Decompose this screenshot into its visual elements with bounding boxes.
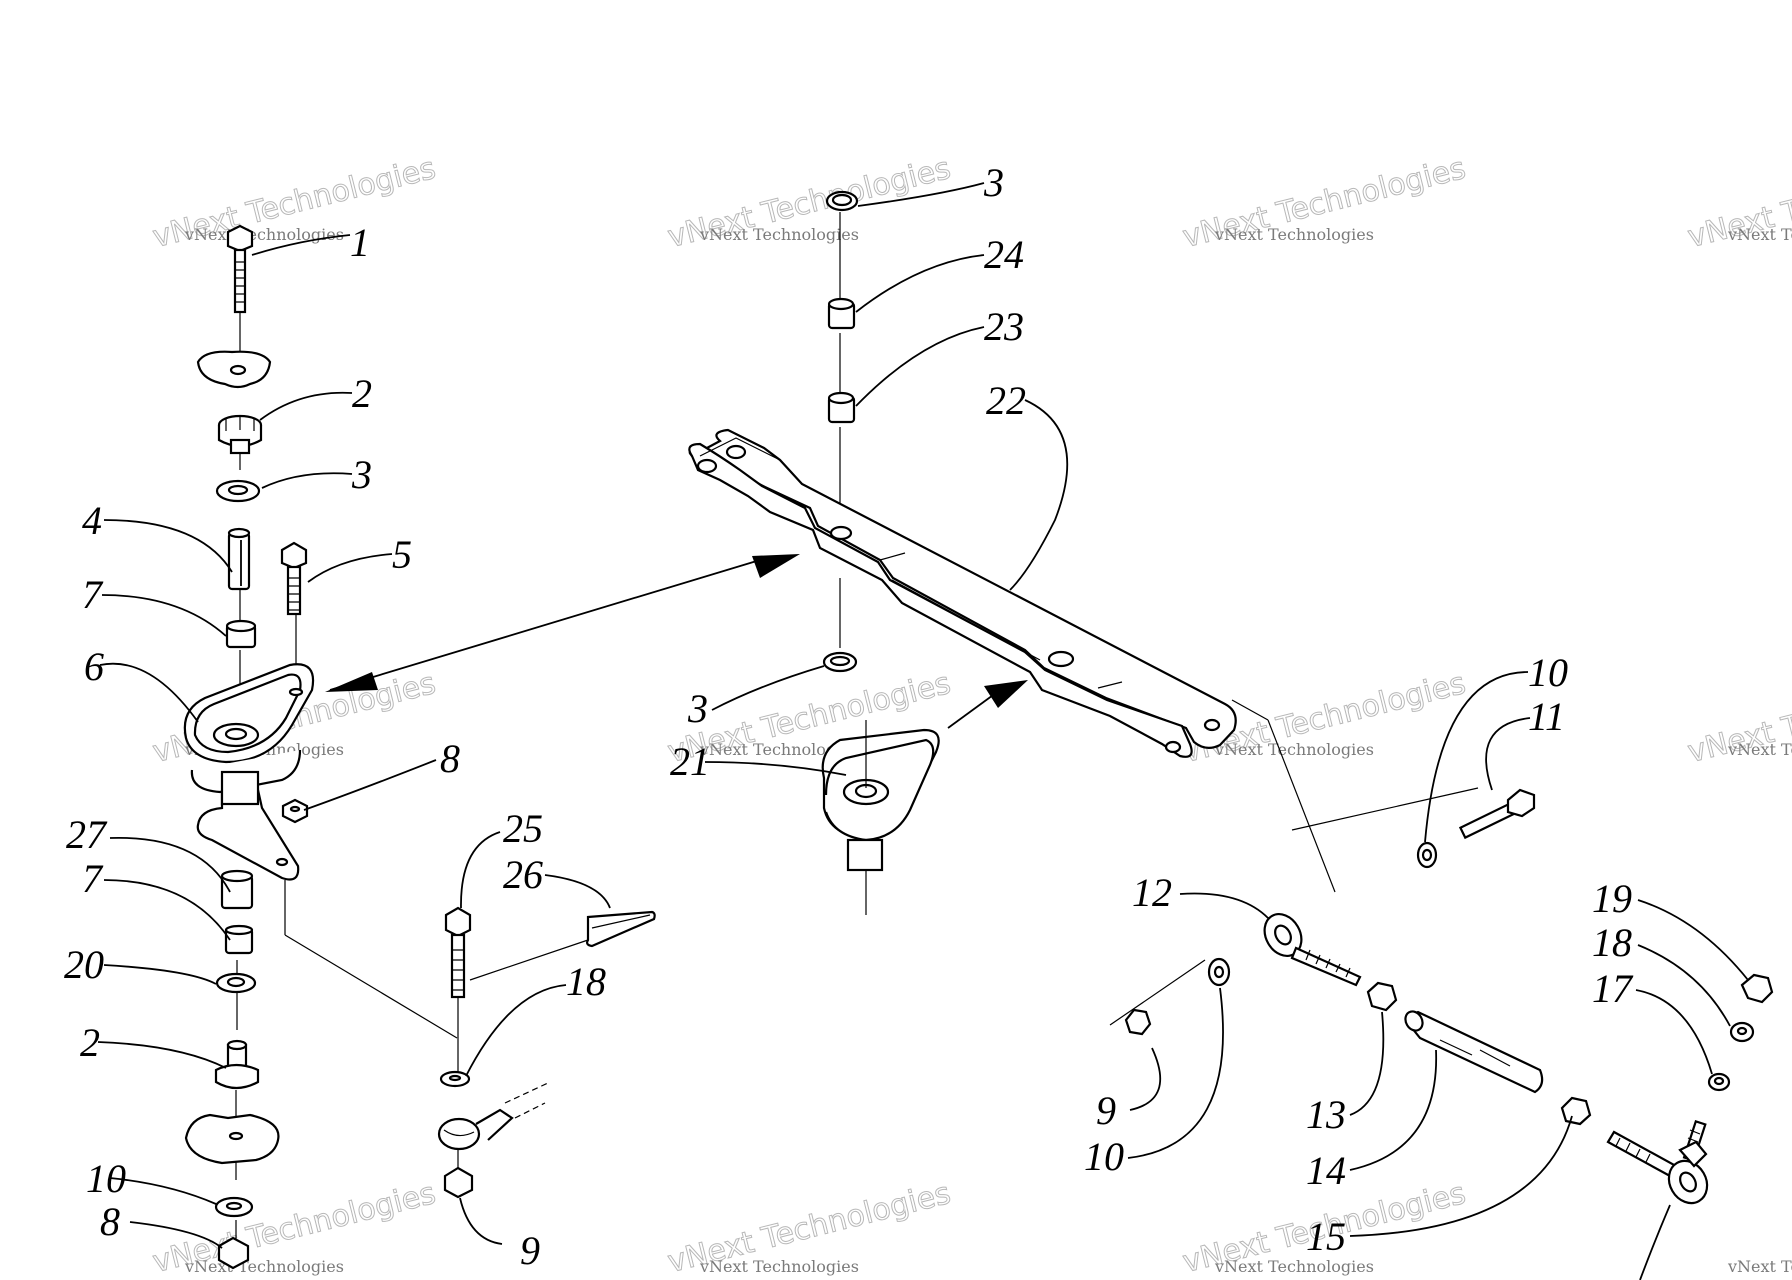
callout-20: 20 xyxy=(64,942,104,987)
washer-part-20 xyxy=(215,972,257,994)
callout-12: 12 xyxy=(1132,870,1172,915)
callout-9-right: 9 xyxy=(1096,1088,1116,1133)
callout-7-upper: 7 xyxy=(82,572,104,617)
watermark-text: vNext Technologies xyxy=(1727,740,1792,759)
callout-7-lower: 7 xyxy=(82,856,104,901)
callout-labels: 1 2 3 4 5 7 6 8 27 7 20 2 10 8 25 26 18 … xyxy=(64,160,1634,1273)
watermark-text: vNext Technologies xyxy=(699,225,859,244)
washer-part-10-small xyxy=(1207,957,1231,987)
bolt-part-11 xyxy=(1458,788,1536,840)
jam-nut-part-13 xyxy=(1366,981,1398,1012)
watermark-text: vNext Technologies xyxy=(1727,1257,1792,1276)
tie-rod-end-part-12 xyxy=(1263,913,1362,987)
nut-part-8-upper xyxy=(281,798,309,824)
callout-19: 19 xyxy=(1592,876,1632,921)
callout-27: 27 xyxy=(66,812,108,857)
callout-9-left: 9 xyxy=(520,1228,540,1273)
callout-18-left: 18 xyxy=(566,959,606,1004)
nut-part-19 xyxy=(1740,973,1774,1004)
callout-11: 11 xyxy=(1528,694,1565,739)
washer-part-3-lower xyxy=(822,651,858,673)
jam-nut-part-15 xyxy=(1560,1096,1592,1126)
leader-lines xyxy=(97,182,1749,1280)
callout-18-right: 18 xyxy=(1592,920,1632,965)
callout-10-lower: 10 xyxy=(1084,1134,1124,1179)
watermark-text: vNext Technologies xyxy=(1727,225,1792,244)
castle-nut-part-2-lower xyxy=(214,1039,260,1090)
watermark-text: vNext Technologies xyxy=(699,1257,859,1276)
callout-4: 4 xyxy=(82,498,102,543)
callout-21: 21 xyxy=(670,739,710,784)
callout-15: 15 xyxy=(1306,1214,1346,1259)
nut-part-9-left xyxy=(443,1150,474,1199)
callout-17: 17 xyxy=(1592,966,1634,1011)
callout-14: 14 xyxy=(1306,1148,1346,1193)
bushing-part-23 xyxy=(827,391,856,424)
callout-13: 13 xyxy=(1306,1092,1346,1137)
adjuster-sleeve-part-14 xyxy=(1404,1010,1544,1094)
washer-part-10-left xyxy=(214,1196,254,1218)
watermark-text: vNext Technologies xyxy=(1214,1257,1374,1276)
washer-part-18-left xyxy=(439,1070,471,1088)
bushing-part-7 xyxy=(225,619,257,649)
washer-part-10-right xyxy=(1416,841,1438,869)
watermark-text: vNext Technologies xyxy=(184,1257,344,1276)
pin-part-4 xyxy=(227,527,251,591)
callout-1: 1 xyxy=(350,220,370,265)
callout-23: 23 xyxy=(984,304,1024,349)
callout-3-center: 3 xyxy=(687,686,708,731)
watermark-text: vNext Technologies xyxy=(1214,740,1374,759)
bushing-part-24 xyxy=(827,297,856,330)
tie-rod-end-left xyxy=(437,1082,549,1151)
bushing-part-27 xyxy=(220,869,254,910)
callout-2-upper: 2 xyxy=(352,371,372,416)
callout-22: 22 xyxy=(986,378,1026,423)
tie-rod-end-right xyxy=(1606,1119,1709,1205)
castle-nut-part-2 xyxy=(217,414,263,455)
right-tie-rod-assembly xyxy=(1109,699,1774,1205)
nut-part-9-right xyxy=(1124,1008,1152,1036)
watermark-text: vNext Technologies xyxy=(1214,225,1374,244)
callout-24: 24 xyxy=(984,232,1024,277)
center-steering-arm-assembly xyxy=(325,190,1237,915)
assembly-arrows xyxy=(325,554,1028,729)
callout-25: 25 xyxy=(503,806,543,851)
nut-part-8-lower xyxy=(217,1236,250,1270)
spindle-bracket-part-21 xyxy=(821,720,940,915)
callout-26: 26 xyxy=(503,852,543,897)
washer-part-3-top xyxy=(825,190,859,212)
bolt-part-5 xyxy=(280,541,308,690)
callout-10-right: 10 xyxy=(1528,650,1568,695)
callout-8-upper: 8 xyxy=(440,736,460,781)
callout-3-top: 3 xyxy=(983,160,1004,205)
callout-8-lower: 8 xyxy=(100,1199,120,1244)
steering-arm-part-6 xyxy=(183,663,458,1039)
left-spindle-assembly xyxy=(183,224,458,1270)
callout-6: 6 xyxy=(84,644,104,689)
watermark-text: vNext Technologies xyxy=(184,225,344,244)
lock-washer-part-18 xyxy=(1729,1021,1755,1043)
left-tie-rod-end-group xyxy=(437,906,656,1199)
callout-10-left: 10 xyxy=(86,1156,126,1201)
watermark-text: vNext Technologies xyxy=(699,740,859,759)
cotter-pin-part-26 xyxy=(469,910,656,981)
bushing-part-7-lower xyxy=(224,924,254,955)
callout-5: 5 xyxy=(392,532,412,577)
washer-part-3 xyxy=(215,479,261,503)
bolt-part-25 xyxy=(444,906,472,1072)
bolt-part-1 xyxy=(226,224,254,314)
callout-3-left: 3 xyxy=(351,452,372,497)
washer-part-17 xyxy=(1707,1072,1731,1092)
steering-link-part-22 xyxy=(688,428,1237,758)
callout-2-lower: 2 xyxy=(80,1020,100,1065)
